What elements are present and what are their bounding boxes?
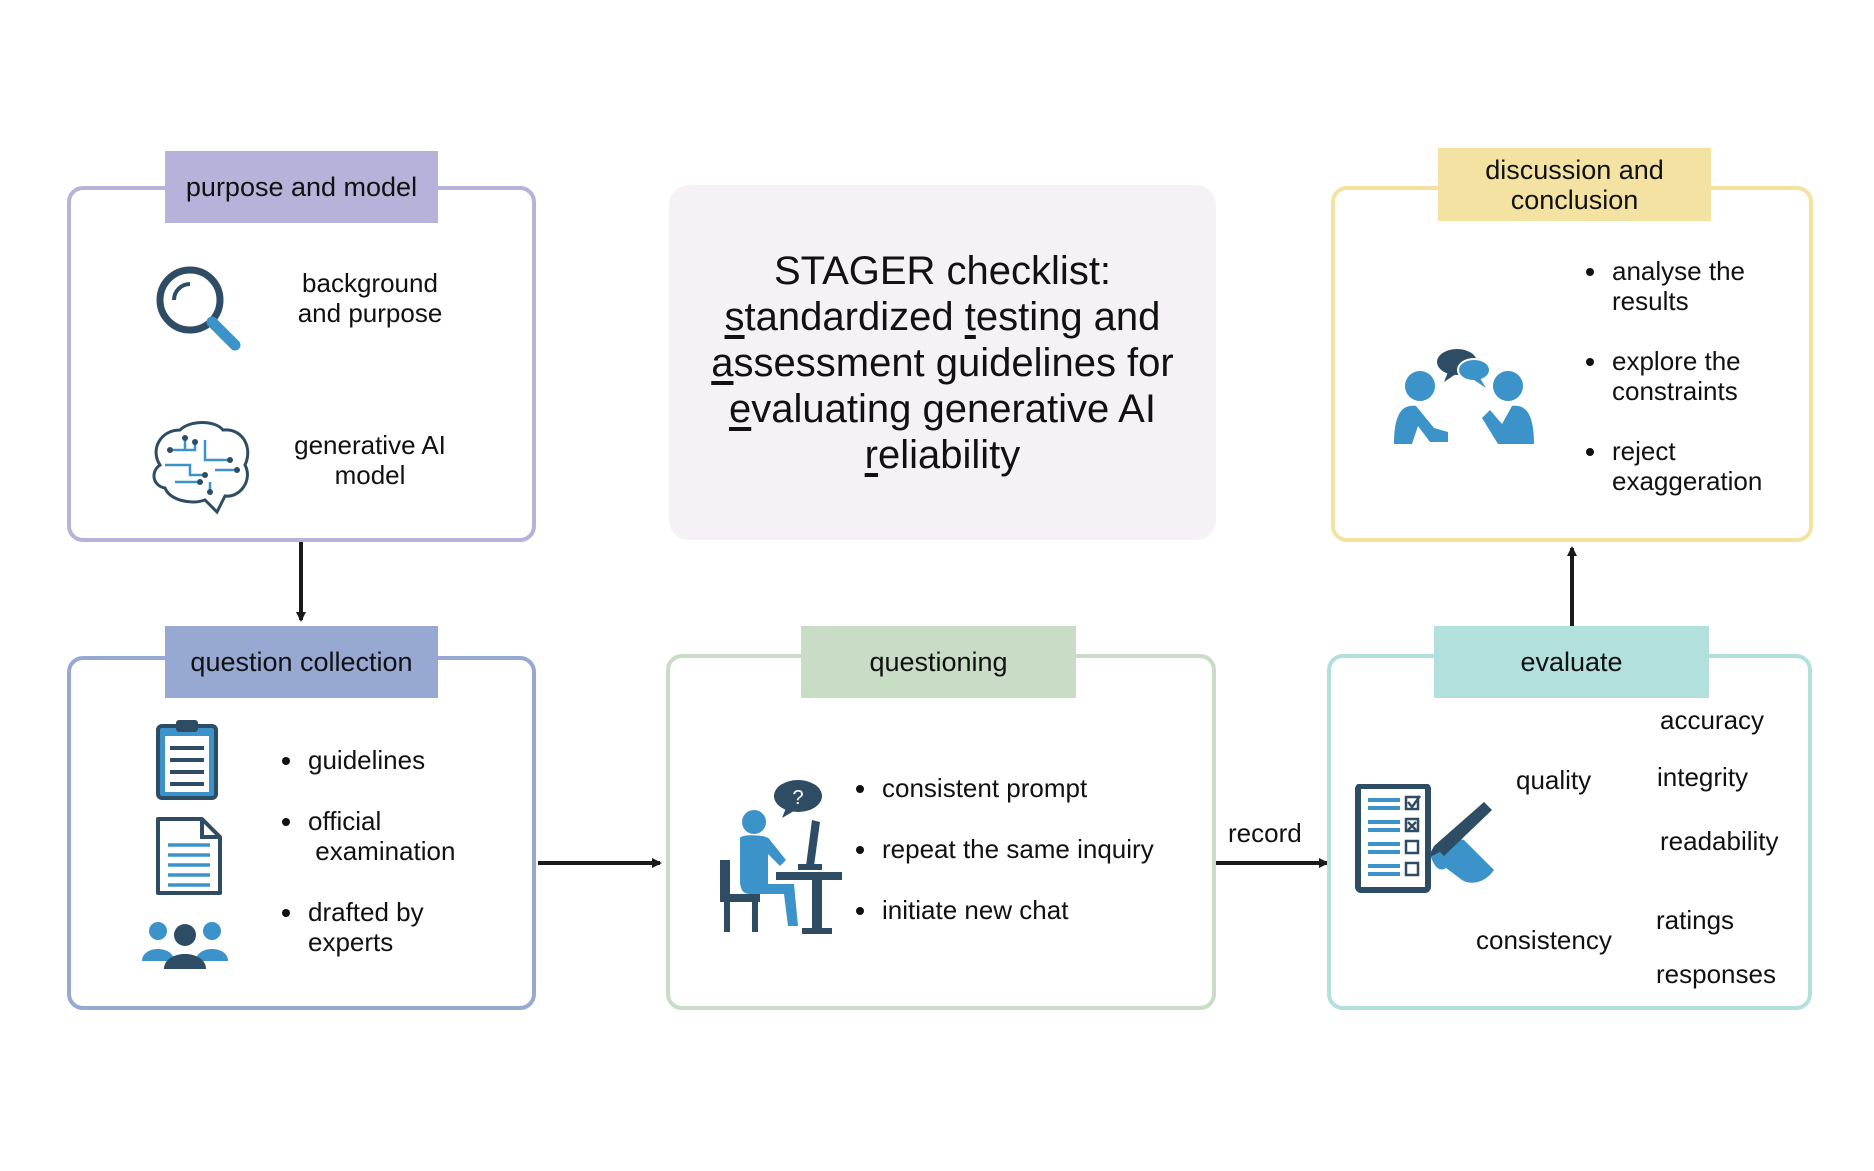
accuracy-label: accuracy [1660, 705, 1765, 735]
evaluate-tag: evaluate [1434, 626, 1709, 698]
record-label: record [1228, 818, 1302, 848]
title-line-4: evaluating generative AI [729, 386, 1156, 431]
title-line-2: standardized testing and [724, 294, 1161, 339]
collection-list: guidelines [278, 745, 425, 775]
clipboard-icon [156, 720, 218, 800]
title-line-3: assessment guidelines for [711, 340, 1174, 385]
two-people-talking-icon [1394, 349, 1534, 444]
title-text: STAGER checklist: standardized testing a… [711, 248, 1173, 478]
integrity-label: integrity [1657, 762, 1749, 792]
circuit-brain-icon [152, 421, 250, 515]
background-purpose-text: background and purpose [297, 268, 443, 328]
discussion-panel [1331, 186, 1813, 542]
title-box: STAGER checklist: standardized testing a… [669, 185, 1216, 540]
title-line-5: reliability [864, 432, 1021, 477]
checklist-pen-icon [1355, 784, 1494, 893]
list-item: consistent prompt [852, 773, 1154, 803]
collection-tag: question collection [165, 626, 438, 698]
generative-model-text: generative AI model [294, 430, 446, 490]
person-at-computer-icon: ? [720, 780, 842, 934]
magnifier-icon [156, 266, 241, 351]
purpose-panel [67, 186, 536, 542]
list-item: repeat the same inquiry [852, 834, 1154, 864]
title-line-1: STAGER checklist: [773, 248, 1112, 293]
discussion-tag: discussion and conclusion [1438, 148, 1711, 221]
questioning-list: consistent prompt repeat the same inquir… [852, 773, 1154, 925]
quality-label: quality [1516, 765, 1592, 795]
collection-list-2: official examination [278, 806, 455, 866]
questioning-tag: questioning [801, 626, 1076, 698]
document-icon [156, 817, 222, 895]
ratings-label: ratings [1656, 905, 1735, 935]
group-icon [142, 922, 228, 969]
consistency-label: consistency [1476, 925, 1612, 955]
purpose-tag: purpose and model [165, 151, 438, 223]
list-item: initiate new chat [852, 895, 1154, 925]
list-item: guidelines [278, 745, 425, 775]
list-item: official examination [278, 806, 455, 866]
responses-label: responses [1656, 959, 1776, 989]
svg-text:?: ? [792, 787, 803, 809]
readability-label: readability [1660, 826, 1779, 856]
